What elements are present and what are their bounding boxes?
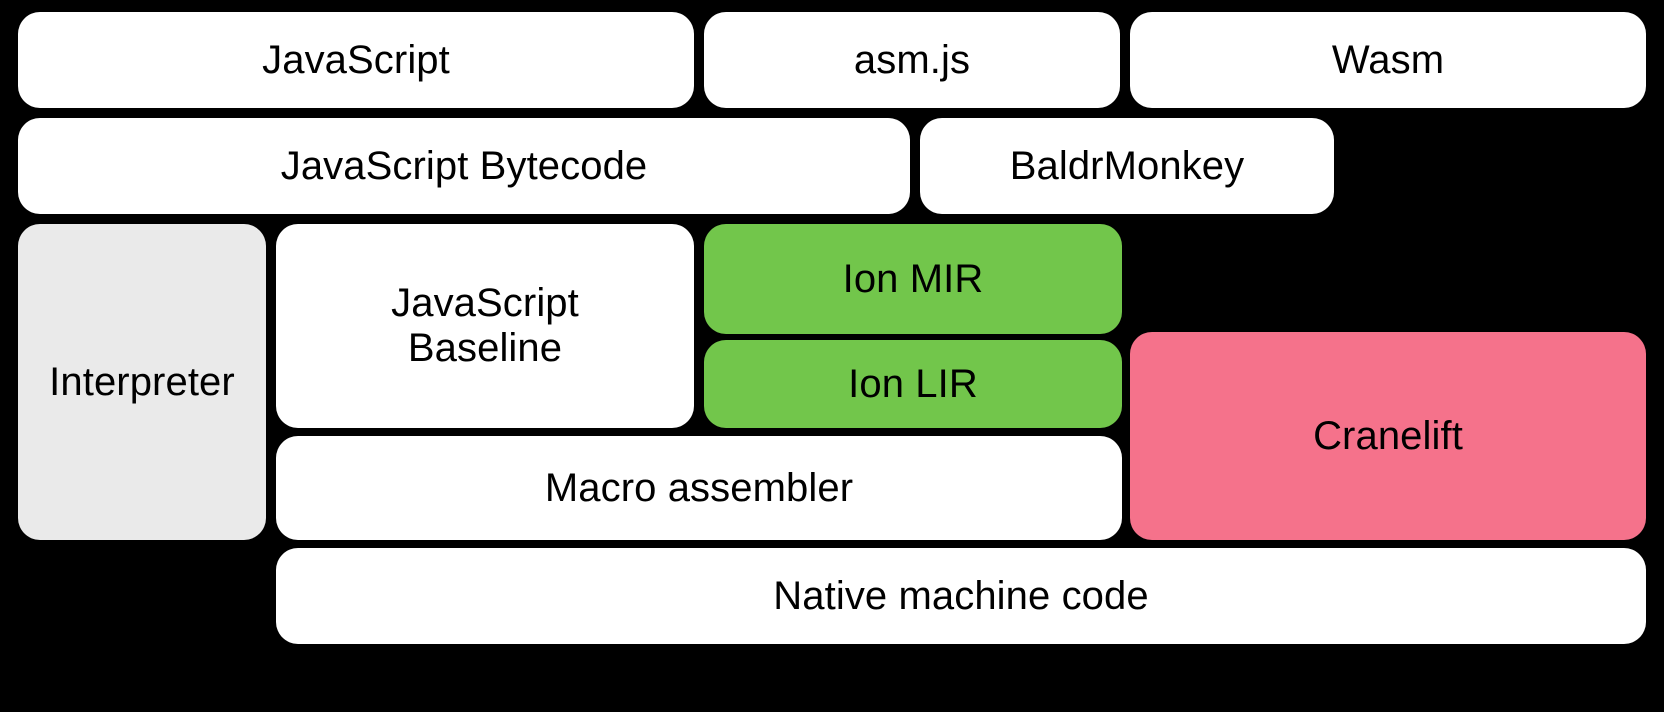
node-javascript-baseline[interactable]: JavaScript Baseline	[276, 224, 694, 428]
node-ion-mir[interactable]: Ion MIR	[704, 224, 1122, 334]
node-baldrmonkey[interactable]: BaldrMonkey	[920, 118, 1334, 214]
node-interpreter[interactable]: Interpreter	[18, 224, 266, 540]
node-macro-assembler[interactable]: Macro assembler	[276, 436, 1122, 540]
node-javascript[interactable]: JavaScript	[18, 12, 694, 108]
node-wasm[interactable]: Wasm	[1130, 12, 1646, 108]
node-javascript-bytecode[interactable]: JavaScript Bytecode	[18, 118, 910, 214]
node-ion-lir[interactable]: Ion LIR	[704, 340, 1122, 428]
node-native-machine-code[interactable]: Native machine code	[276, 548, 1646, 644]
node-asm-js[interactable]: asm.js	[704, 12, 1120, 108]
node-cranelift[interactable]: Cranelift	[1130, 332, 1646, 540]
